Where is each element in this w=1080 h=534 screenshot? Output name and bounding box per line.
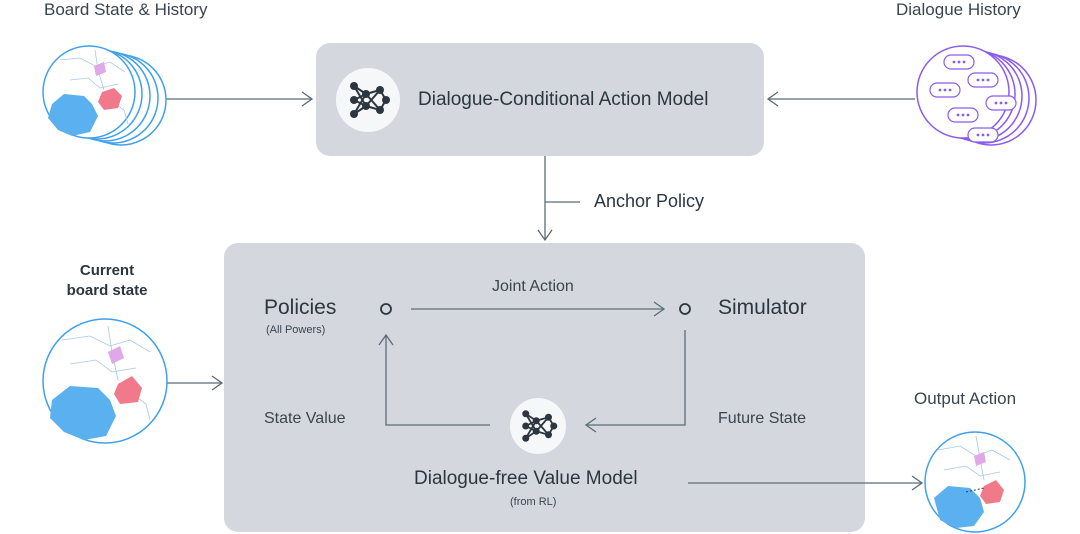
future-state-label: Future State [718,410,807,427]
arrow-state-value [385,335,490,426]
action-model-label: Dialogue-Conditional Action Model [418,89,709,110]
output-action-map [924,431,1026,533]
dialogue-history-title: Dialogue History [896,0,1021,19]
joint-action-label: Joint Action [492,278,574,295]
value-model-label: Dialogue-free Value Model [414,468,638,489]
arrow-future-state [586,330,686,426]
policies-node [380,303,392,315]
search-box [224,243,865,532]
action-model-network-icon [336,68,400,132]
all-powers-label: (All Powers) [266,324,326,336]
board-history-maps [42,45,167,146]
value-model-network-icon [510,398,566,454]
state-value-label: State Value [264,410,346,427]
current-board-state-label-line2: board state [66,282,148,299]
current-board-map [42,318,168,444]
simulator-label: Simulator [718,296,807,319]
anchor-policy-label: Anchor Policy [594,191,705,211]
dialogue-history-chats [916,45,1037,146]
board-state-history-title: Board State & History [44,0,208,19]
policies-label: Policies [264,296,337,319]
output-action-title: Output Action [914,389,1017,408]
from-rl-label: (from RL) [510,496,557,508]
current-board-state-label-line1: Current [79,262,135,279]
simulator-node [679,303,691,315]
